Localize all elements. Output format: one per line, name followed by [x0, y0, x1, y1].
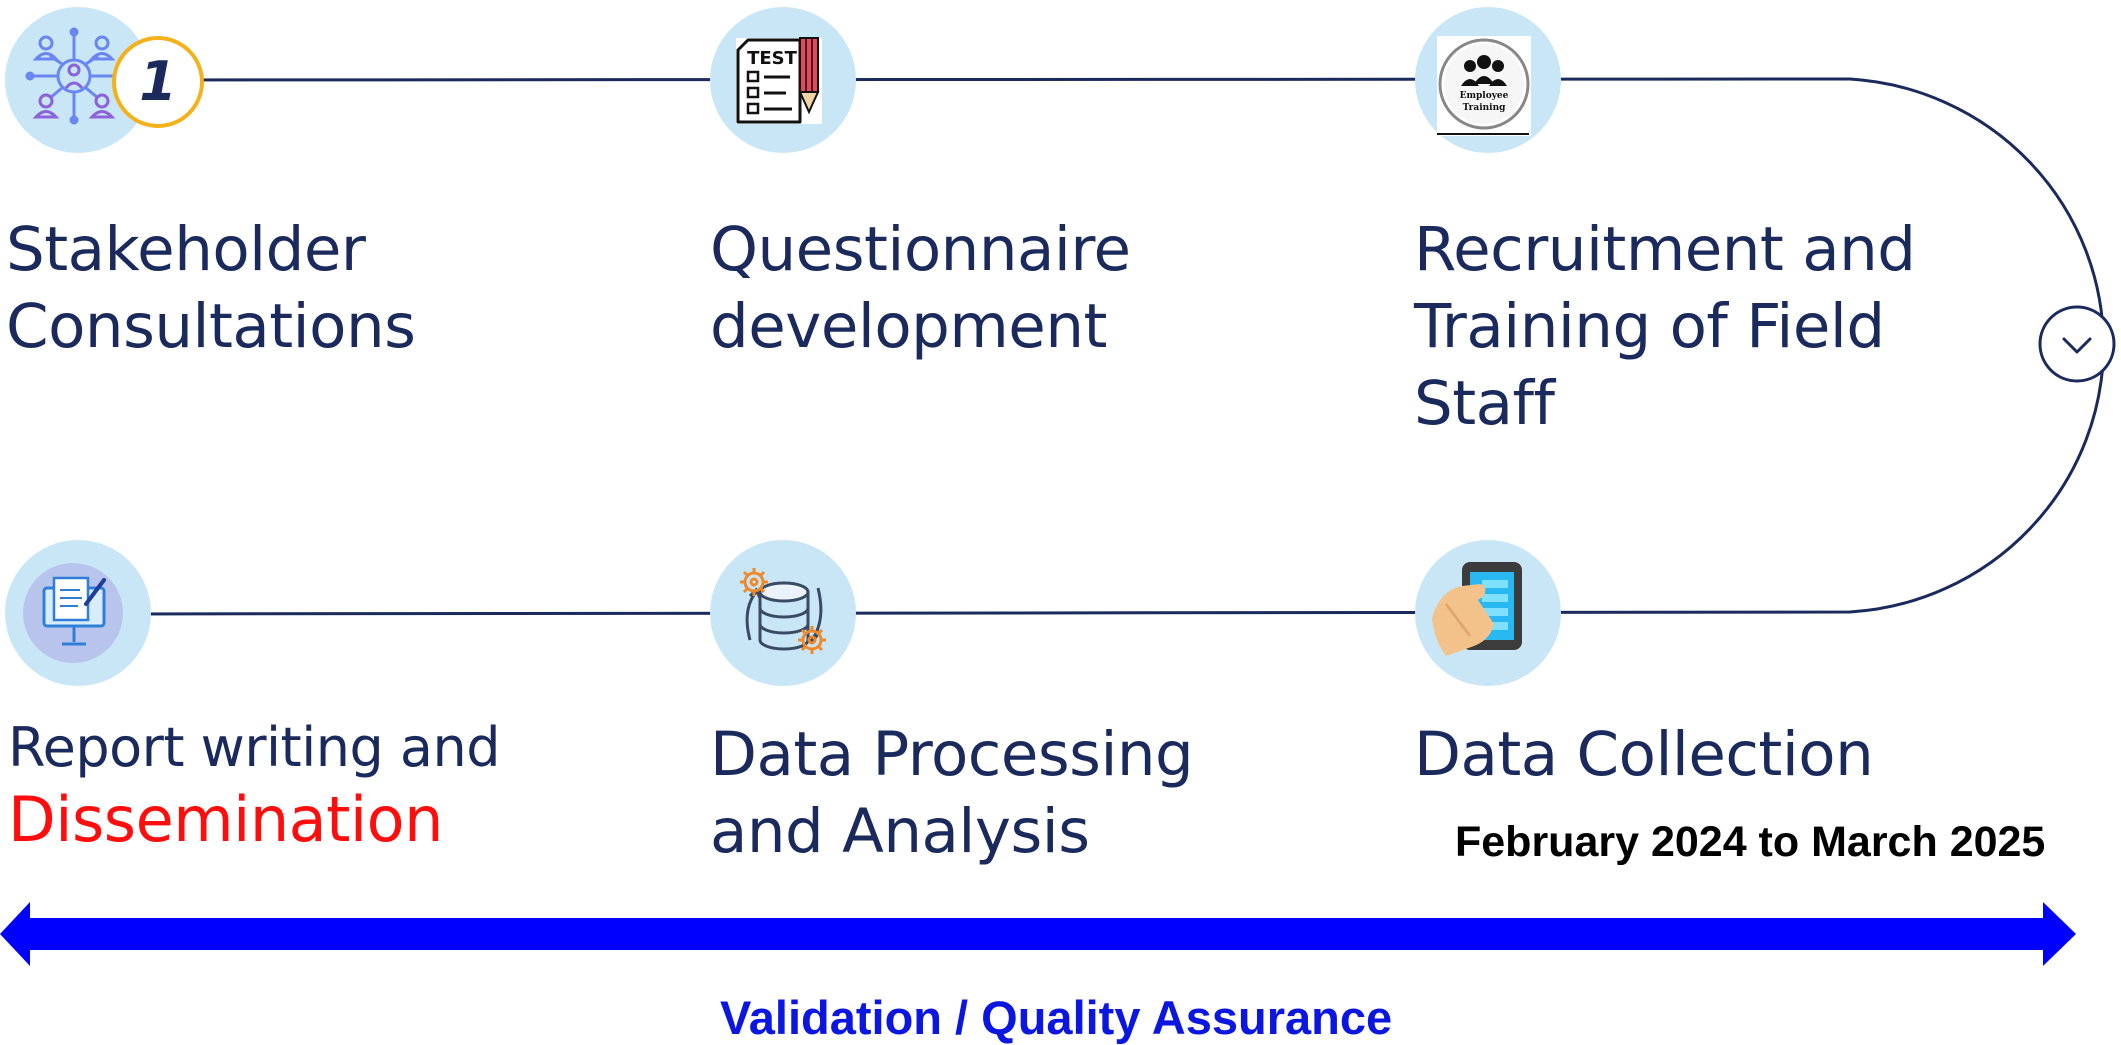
validation-quality-assurance-label: Validation / Quality Assurance	[720, 991, 1393, 1044]
chevron-down-icon	[2062, 337, 2092, 354]
step-icon-report	[5, 540, 151, 686]
step-title-questionnaire: Questionnaire development	[710, 211, 1131, 365]
step-icon-processing	[710, 540, 856, 686]
employee-training-icon: Employee Training	[1437, 36, 1531, 136]
step-title-line: Data Processing	[710, 719, 1194, 790]
validation-timeline-arrow	[0, 902, 2076, 966]
tablet-hand-icon	[1432, 562, 1522, 656]
step-title-line: Report writing and	[8, 716, 500, 779]
step-title-line: Recruitment and	[1414, 214, 1916, 285]
step-icon-recruitment: Employee Training	[1415, 7, 1561, 153]
turn-marker	[2038, 305, 2116, 383]
step-title-line: development	[710, 291, 1107, 362]
step-title-line: Consultations	[6, 291, 416, 362]
step-title-recruitment: Recruitment and Training of Field Staff	[1414, 211, 1916, 442]
step-title-line: Stakeholder	[6, 214, 366, 285]
step-title-processing: Data Processing and Analysis	[710, 716, 1194, 870]
dissemination-highlight: Dissemination	[8, 783, 443, 856]
project-date-range: February 2024 to March 2025	[1455, 818, 2046, 866]
network-people-icon	[25, 27, 116, 125]
step-title-line: Training of Field	[1414, 291, 1885, 362]
step-icon-stakeholder: 1	[5, 7, 204, 153]
step-title-stakeholder: Stakeholder Consultations	[6, 211, 416, 365]
training-text: Training	[1463, 103, 1507, 113]
step-number-badge: 1	[112, 36, 204, 128]
step-number-text: 1	[139, 50, 177, 113]
step-title-line: Data Collection	[1414, 719, 1874, 790]
employee-text: Employee	[1460, 91, 1509, 101]
test-label: TEST	[747, 48, 798, 69]
gear-icon	[740, 568, 826, 654]
step-title-collection: Data Collection	[1414, 716, 1874, 793]
step-title-report: Report writing and Dissemination	[8, 712, 500, 856]
step-title-line: Staff	[1414, 368, 1555, 439]
step-title-line: Questionnaire	[710, 214, 1131, 285]
step-icon-questionnaire: TEST	[710, 7, 856, 153]
report-document-icon	[42, 576, 106, 646]
step-title-line: and Analysis	[710, 796, 1090, 867]
database-gears-icon	[745, 581, 823, 651]
step-icon-collection	[1415, 540, 1561, 686]
test-checklist-icon: TEST	[736, 37, 822, 124]
